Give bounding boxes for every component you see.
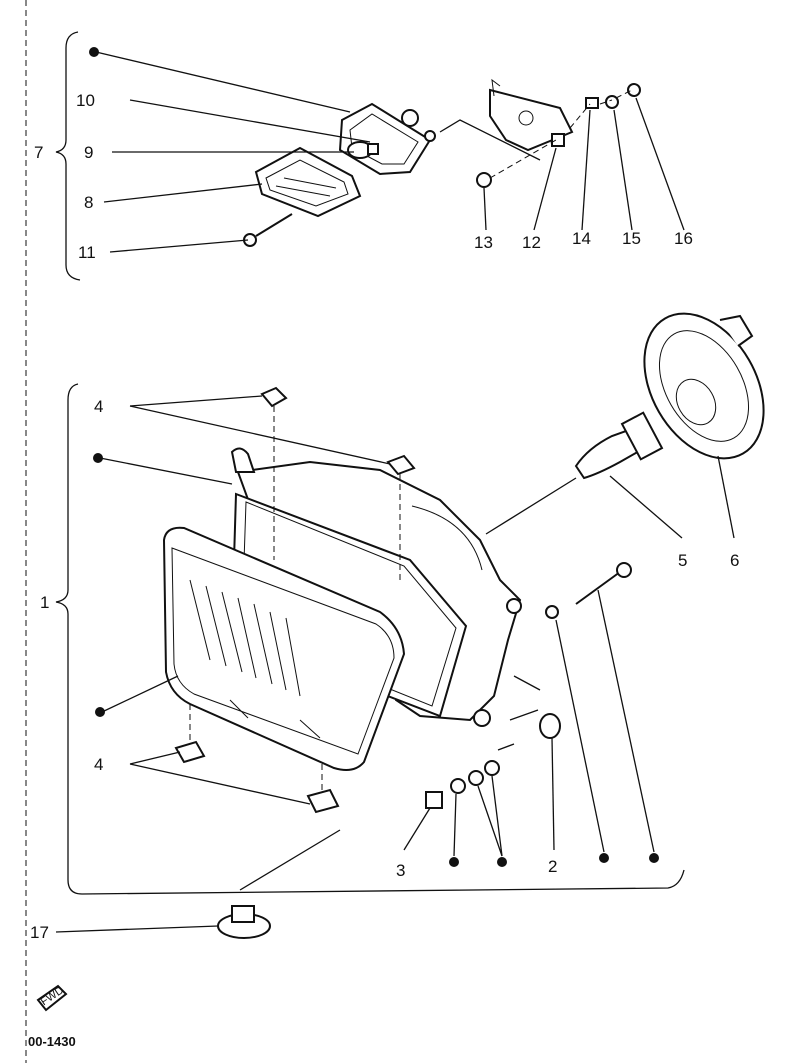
callout-13: 13 — [474, 233, 493, 252]
cap-17 — [217, 905, 271, 939]
callout-15: 15 — [622, 229, 641, 248]
grommet-2 — [539, 713, 561, 739]
diagram-code: 00-1430 — [28, 1034, 76, 1049]
bracket-group-7 — [55, 31, 81, 281]
callout-2: 2 — [548, 857, 557, 876]
leader-17 — [55, 925, 219, 933]
callout-7: 7 — [34, 143, 43, 162]
callout-1: 1 — [40, 593, 49, 612]
headlight-bulb — [485, 411, 664, 535]
clip-lower-left — [174, 740, 206, 764]
callout-12: 12 — [522, 233, 541, 252]
nut-13 — [476, 172, 492, 188]
bracket-group-1 — [55, 383, 685, 895]
upper-assembly-lines — [439, 89, 633, 179]
washer-c — [484, 760, 500, 776]
washer-b — [468, 770, 484, 786]
nut-3 — [425, 791, 443, 809]
bolt-16 — [627, 83, 641, 97]
callout-16: 16 — [674, 229, 693, 248]
callout-17: 17 — [30, 923, 49, 942]
callout-4-lower: 4 — [94, 755, 103, 774]
adjuster-screw — [545, 562, 632, 619]
upper-leader-lines — [89, 47, 685, 253]
main-leader-lines — [93, 395, 735, 867]
callout-8: 8 — [84, 193, 93, 212]
main-assembly-lines — [189, 406, 541, 891]
washer-15 — [605, 95, 619, 109]
bulb-socket-cover — [643, 312, 765, 460]
clip-upper-right — [386, 454, 416, 476]
callout-3: 3 — [396, 861, 405, 880]
headlight-lens — [162, 526, 406, 771]
callout-10: 10 — [76, 91, 95, 110]
marker-bulb — [347, 141, 379, 159]
fwd-stamp-icon: FWD — [36, 984, 68, 1012]
callout-6: 6 — [730, 551, 739, 570]
washer-a — [450, 778, 466, 794]
callout-9: 9 — [84, 143, 93, 162]
callout-4-upper: 4 — [94, 397, 103, 416]
nut-12 — [551, 133, 565, 147]
callout-14: 14 — [572, 229, 591, 248]
clip-lower-right — [306, 788, 340, 814]
screw-11 — [243, 213, 293, 247]
callout-5: 5 — [678, 551, 687, 570]
collar-14 — [585, 97, 599, 109]
marker-lens — [254, 146, 362, 218]
clip-upper-left — [260, 386, 288, 408]
callout-11: 11 — [78, 243, 96, 262]
